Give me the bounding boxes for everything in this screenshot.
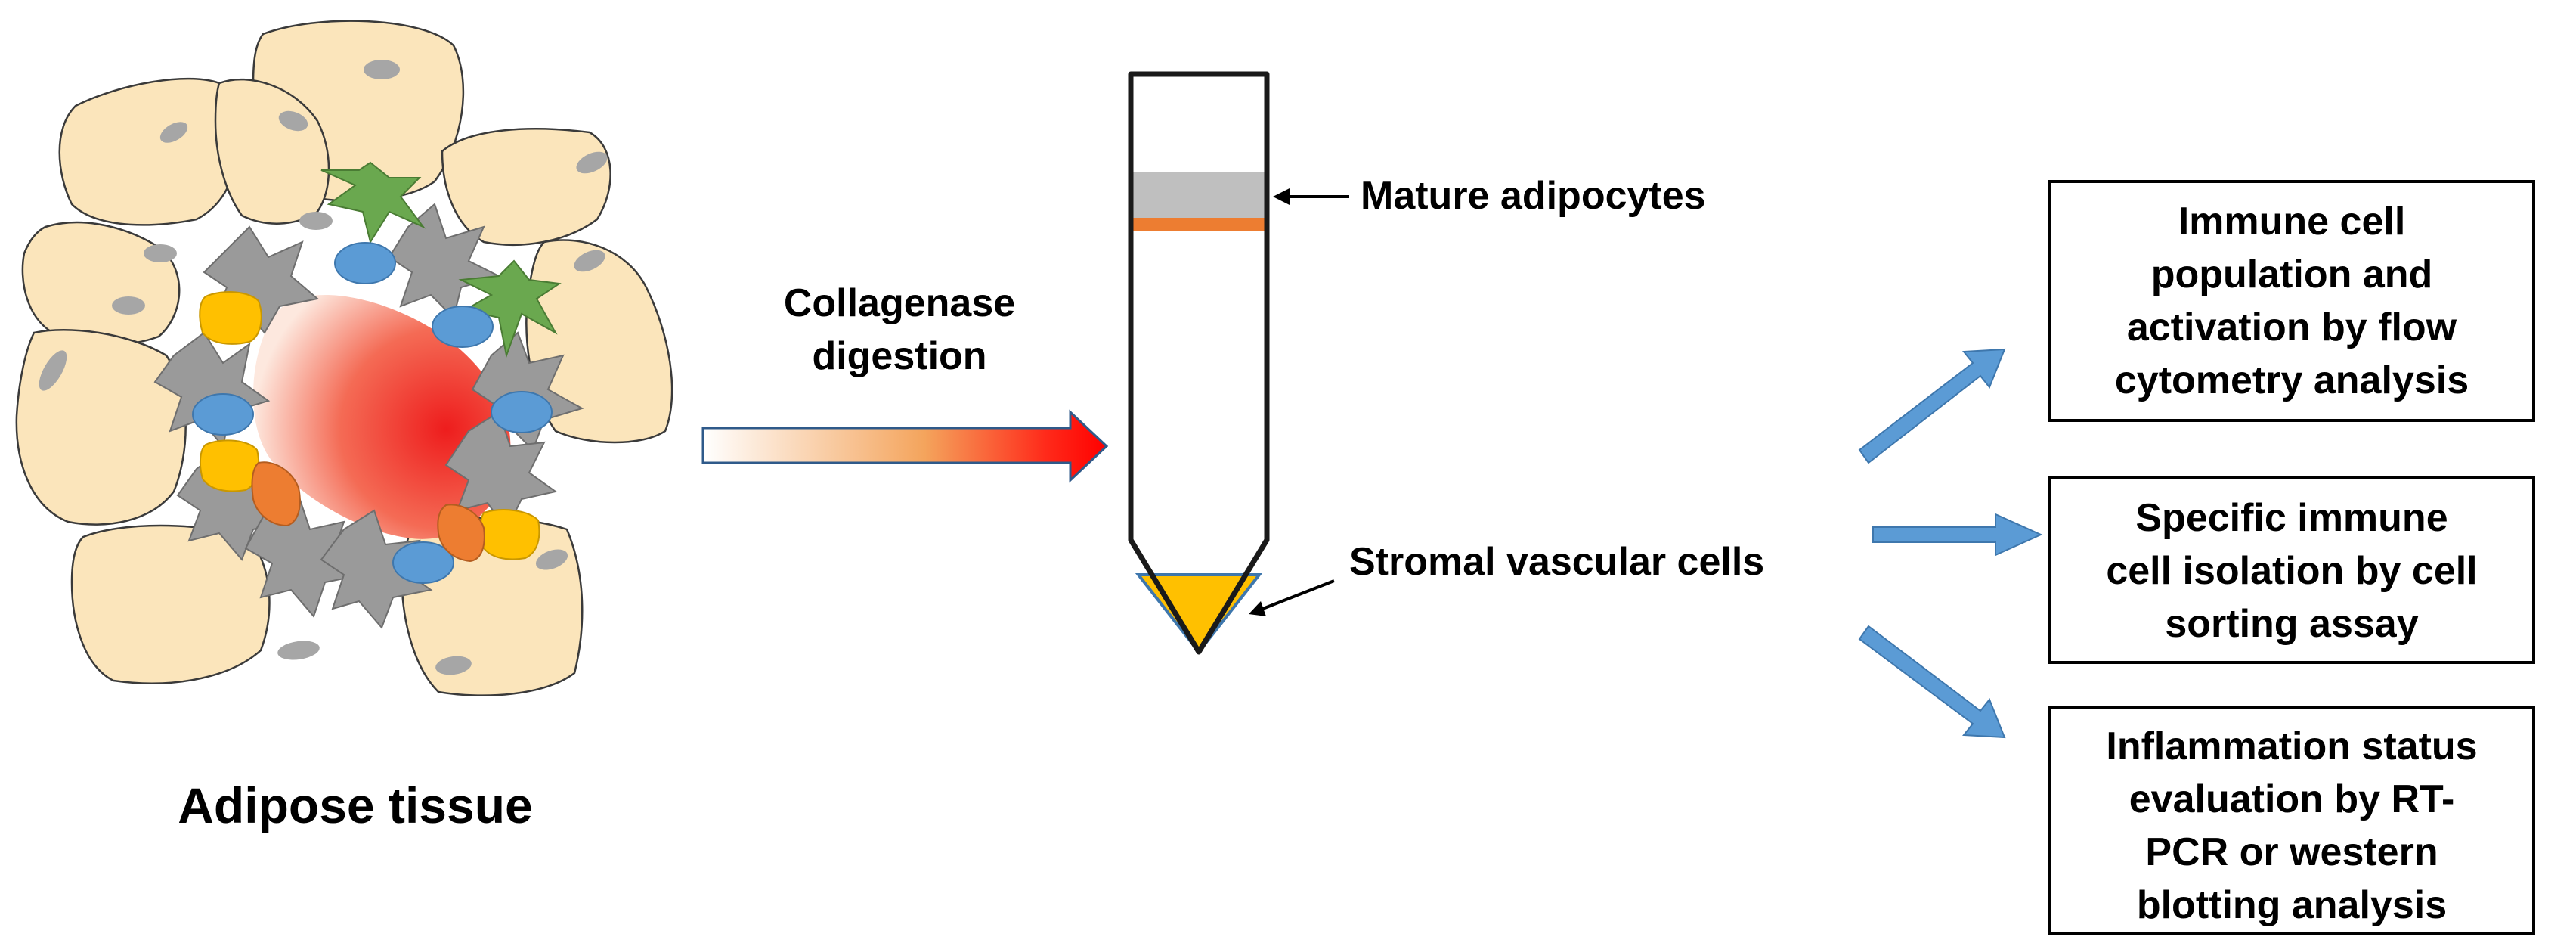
- adipocyte: [441, 128, 611, 246]
- nucleus: [159, 122, 188, 143]
- orange-cell: [251, 461, 301, 527]
- dendritic-cell: [320, 161, 426, 244]
- dendritic-cells: [320, 161, 562, 358]
- lymphocytes-blue: [192, 242, 553, 584]
- mature-adipocytes-label: Mature adipocytes: [1361, 174, 1706, 218]
- digestion-label-line1: Collagenase: [784, 281, 1015, 325]
- output-2-line-2: cell isolation by cell: [2106, 549, 2477, 593]
- arrow-to-flow-cytometry: [1858, 348, 2006, 464]
- nucleus: [277, 641, 320, 660]
- yellow-cells: [199, 291, 540, 560]
- mature-adipocyte-layer: [1131, 172, 1267, 218]
- orange-cells: [251, 461, 485, 563]
- output-3-line-1: Inflammation status: [2106, 724, 2477, 768]
- nucleus: [574, 250, 605, 272]
- stromal-pellet: [1135, 573, 1263, 655]
- adipocyte: [58, 77, 240, 226]
- blue-cell: [491, 391, 553, 433]
- output-1-line-1: Immune cell: [2178, 200, 2406, 244]
- nucleus: [576, 151, 608, 174]
- macrophage: [444, 411, 558, 531]
- digestion-step: Collagenase digestion: [701, 281, 1109, 483]
- nucleus: [435, 656, 472, 675]
- dendritic-cell: [458, 259, 562, 358]
- arrow-to-inflammation-status: [1858, 625, 2006, 739]
- svc-pointer-head: [1249, 601, 1266, 616]
- nucleus: [39, 350, 67, 391]
- adipose-tissue-illustration: Adipose tissue: [15, 20, 673, 833]
- blue-cell: [392, 541, 454, 584]
- blue-cell: [334, 242, 396, 284]
- output-3-line-3: PCR or western: [2145, 830, 2438, 874]
- yellow-cell: [479, 509, 540, 560]
- stromal-vascular-cells-label: Stromal vascular cells: [1349, 540, 1764, 584]
- macrophage: [388, 203, 501, 319]
- adipocyte-nuclei: [39, 60, 608, 675]
- centrifuge-tube: Mature adipocytes Stromal vascular cells: [1128, 71, 1764, 655]
- blue-cell: [432, 306, 494, 348]
- nucleus: [144, 244, 177, 262]
- output-1-line-2: population and: [2151, 253, 2433, 296]
- blue-cell: [192, 393, 254, 436]
- nucleus: [112, 296, 145, 315]
- nucleus: [364, 60, 400, 79]
- nucleus: [535, 549, 568, 570]
- output-2-line-3: sorting assay: [2165, 602, 2418, 646]
- tube-outline: [1128, 71, 1270, 655]
- adipocytes: [15, 20, 673, 696]
- adipocyte: [21, 221, 181, 346]
- output-1-line-4: cytometry analysis: [2115, 358, 2469, 402]
- output-2-line-1: Specific immune: [2135, 496, 2448, 540]
- nucleus: [278, 110, 308, 132]
- digestion-arrow: [701, 409, 1109, 483]
- output-3-line-2: evaluation by RT-: [2129, 777, 2455, 821]
- orange-band: [1131, 218, 1267, 231]
- digestion-label-line2: digestion: [812, 334, 986, 378]
- tissue-title: Adipose tissue: [178, 777, 532, 833]
- output-box-cell-sorting: Specific immune cell isolation by cell s…: [2048, 476, 2535, 664]
- blood-vessel: [253, 295, 511, 539]
- output-box-inflammation-status: Inflammation status evaluation by RT- PC…: [2048, 706, 2535, 935]
- output-3-line-4: blotting analysis: [2137, 883, 2447, 927]
- output-1-line-3: activation by flow: [2127, 306, 2457, 349]
- output-box-flow-cytometry: Immune cell population and activation by…: [2048, 180, 2535, 422]
- adipocyte-pointer-head: [1273, 188, 1290, 205]
- nucleus: [299, 212, 333, 230]
- svc-pointer-line: [1260, 579, 1335, 611]
- yellow-cell: [199, 291, 262, 345]
- macrophage: [244, 494, 365, 618]
- arrow-to-cell-sorting: [1872, 513, 2043, 557]
- adipocyte: [15, 329, 187, 526]
- yellow-cell: [199, 439, 260, 492]
- macrophage: [320, 509, 433, 629]
- output-arrows: [1858, 348, 2043, 739]
- orange-cell: [437, 504, 485, 563]
